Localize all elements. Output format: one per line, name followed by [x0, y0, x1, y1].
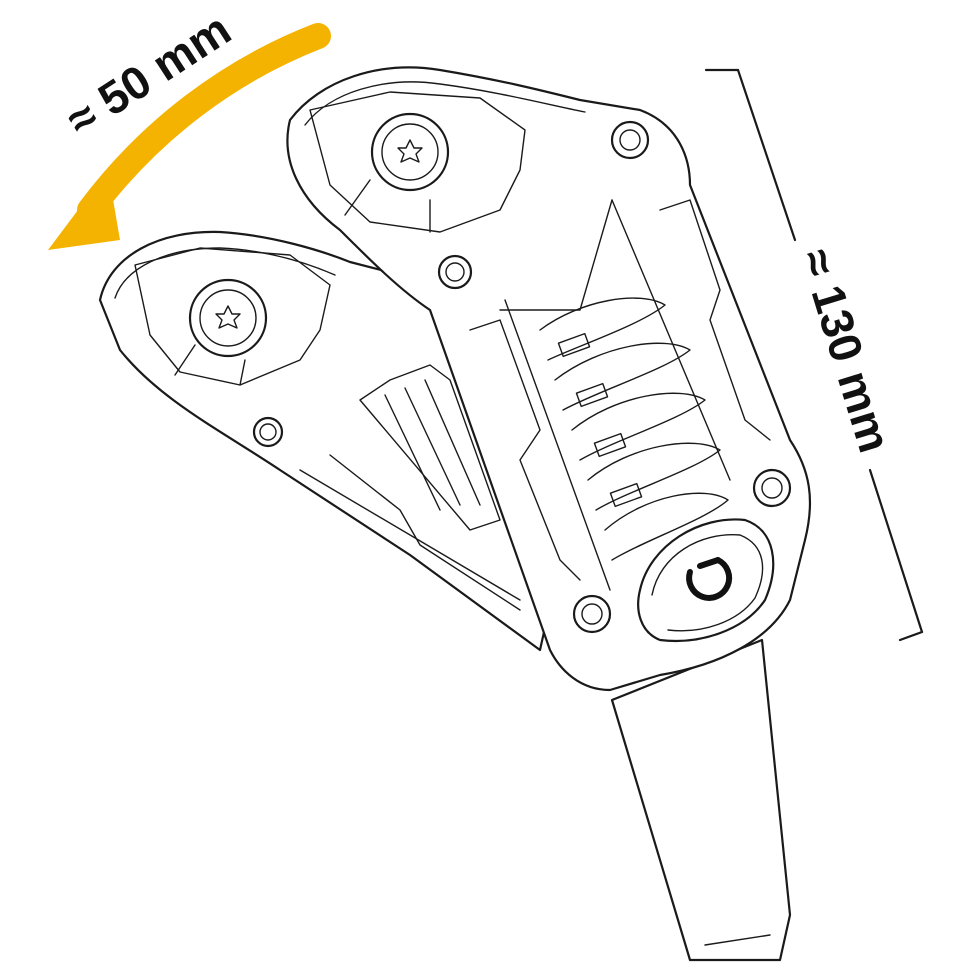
- height-label: ≈ 130 mm: [790, 243, 901, 458]
- width-label: ≈ 50 mm: [57, 3, 239, 147]
- travel-arrow: [48, 23, 331, 250]
- release-button[interactable]: [637, 518, 775, 642]
- torx-screw-icon: [397, 139, 423, 163]
- power-ring-icon: [686, 557, 733, 601]
- shaft: [610, 638, 792, 962]
- height-dimension-line: [704, 68, 924, 642]
- main-body: [286, 66, 812, 692]
- torx-screw-icon: [215, 305, 241, 329]
